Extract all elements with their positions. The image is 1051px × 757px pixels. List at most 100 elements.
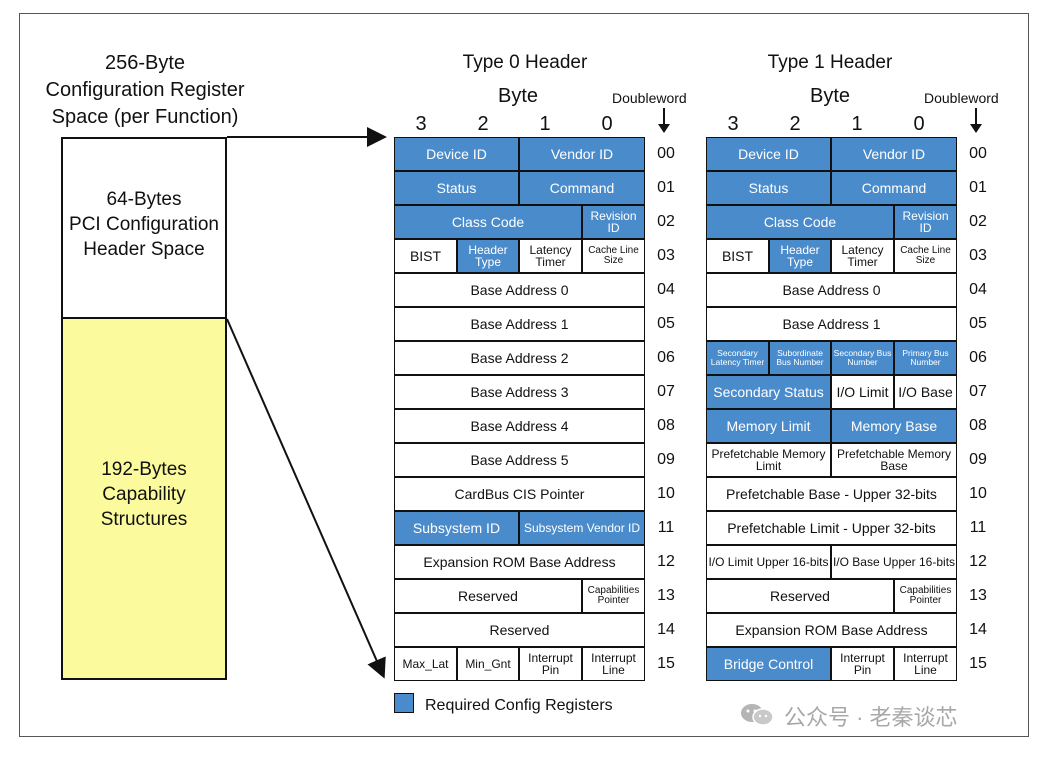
register-row: Reserved 14 [394, 613, 675, 647]
register-i-o-base-upper-16-bits: I/O Base Upper 16-bits [831, 545, 957, 579]
register-command: Command [519, 171, 645, 205]
doubleword-number: 03 [969, 247, 987, 264]
doubleword-number: 08 [969, 417, 987, 434]
register-device-id: Device ID [394, 137, 519, 171]
register-vendor-id: Vendor ID [519, 137, 645, 171]
doubleword-number: 13 [657, 587, 675, 604]
register-vendor-id: Vendor ID [831, 137, 957, 171]
register-latency-timer: Latency Timer [831, 239, 894, 273]
byte-number: 2 [789, 113, 801, 135]
register-expansion-rom-base-address: Expansion ROM Base Address [706, 613, 957, 647]
register-revision-id: Revision ID [894, 205, 957, 239]
doubleword-number: 00 [969, 145, 987, 162]
doubleword-number: 03 [657, 247, 675, 264]
doubleword-number: 14 [969, 621, 987, 638]
register-max-lat: Max_Lat [394, 647, 457, 681]
register-base-address-3: Base Address 3 [394, 375, 645, 409]
byte-number: 3 [415, 113, 427, 135]
register-i-o-limit-upper-16-bits: I/O Limit Upper 16-bits [706, 545, 831, 579]
register-interrupt-line: Interrupt Line [894, 647, 957, 681]
byte-number: 2 [477, 113, 489, 135]
doubleword-number: 00 [657, 145, 675, 162]
register-memory-limit: Memory Limit [706, 409, 831, 443]
byte-number: 1 [539, 113, 551, 135]
type0-doubleword-label: Doubleword [612, 90, 687, 106]
register-subordinate-bus-number: Subordinate Bus Number [769, 341, 831, 375]
header-space-label: PCI Configuration [69, 214, 219, 235]
register-base-address-0: Base Address 0 [706, 273, 957, 307]
register-device-id: Device ID [706, 137, 831, 171]
register-subsystem-id: Subsystem ID [394, 511, 519, 545]
doubleword-number: 15 [969, 655, 987, 672]
diagram-frame [19, 13, 1029, 737]
register-reserved: Reserved [394, 613, 645, 647]
register-base-address-2: Base Address 2 [394, 341, 645, 375]
register-base-address-1: Base Address 1 [706, 307, 957, 341]
type1-doubleword-arrow [970, 108, 982, 133]
register-prefetchable-limit-upper-32-bits: Prefetchable Limit - Upper 32-bits [706, 511, 957, 545]
register-secondary-bus-number: Secondary Bus Number [831, 341, 894, 375]
doubleword-number: 15 [657, 655, 675, 672]
register-bridge-control: Bridge Control [706, 647, 831, 681]
capability-space-box: 192-Bytes Capability Structures [61, 317, 227, 680]
register-row: Prefetchable Limit - Upper 32-bits 11 [706, 511, 986, 545]
legend-label: Required Config Registers [425, 697, 613, 714]
watermark-text: 公众号 · 老秦谈芯 [784, 705, 958, 730]
register-primary-bus-number: Primary Bus Number [894, 341, 957, 375]
register-min-gnt: Min_Gnt [457, 647, 519, 681]
byte-number: 3 [727, 113, 739, 135]
register-base-address-1: Base Address 1 [394, 307, 645, 341]
register-prefetchable-base-upper-32-bits: Prefetchable Base - Upper 32-bits [706, 477, 957, 511]
register-base-address-4: Base Address 4 [394, 409, 645, 443]
doubleword-number: 01 [657, 179, 675, 196]
register-cache-line-size: Cache Line Size [582, 239, 645, 273]
register-status: Status [706, 171, 831, 205]
doubleword-number: 09 [657, 451, 675, 468]
register-row: Expansion ROM Base Address 14 [706, 613, 987, 647]
doubleword-number: 14 [657, 621, 675, 638]
register-latency-timer: Latency Timer [519, 239, 582, 273]
doubleword-number: 11 [969, 519, 987, 536]
doubleword-number: 02 [657, 213, 675, 230]
type1-doubleword-label: Doubleword [924, 90, 999, 106]
register-cache-line-size: Cache Line Size [894, 239, 957, 273]
config-space-title-line: Configuration Register [45, 79, 245, 101]
register-class-code: Class Code [394, 205, 582, 239]
register-secondary-status: Secondary Status [706, 375, 831, 409]
register-expansion-rom-base-address: Expansion ROM Base Address [394, 545, 645, 579]
register-prefetchable-memory-base: Prefetchable Memory Base [831, 443, 957, 477]
register-reserved: Reserved [394, 579, 582, 613]
register-i-o-base: I/O Base [894, 375, 957, 409]
capability-label: 192-Bytes [101, 459, 187, 480]
legend-swatch [394, 693, 414, 713]
doubleword-number: 12 [969, 553, 987, 570]
register-interrupt-pin: Interrupt Pin [519, 647, 582, 681]
register-interrupt-pin: Interrupt Pin [831, 647, 894, 681]
register-reserved: Reserved [706, 579, 894, 613]
config-space-title: 256-Byte Configuration Register Space (p… [30, 50, 260, 131]
register-bist: BIST [394, 239, 457, 273]
config-space-title-line: 256-Byte [104, 52, 186, 74]
capability-label: Structures [100, 509, 188, 530]
doubleword-number: 01 [969, 179, 987, 196]
type0-byte-label: Byte [498, 85, 539, 107]
type0-doubleword-arrow [658, 108, 670, 133]
register-header-type: Header Type [769, 239, 831, 273]
doubleword-number: 06 [969, 349, 987, 366]
